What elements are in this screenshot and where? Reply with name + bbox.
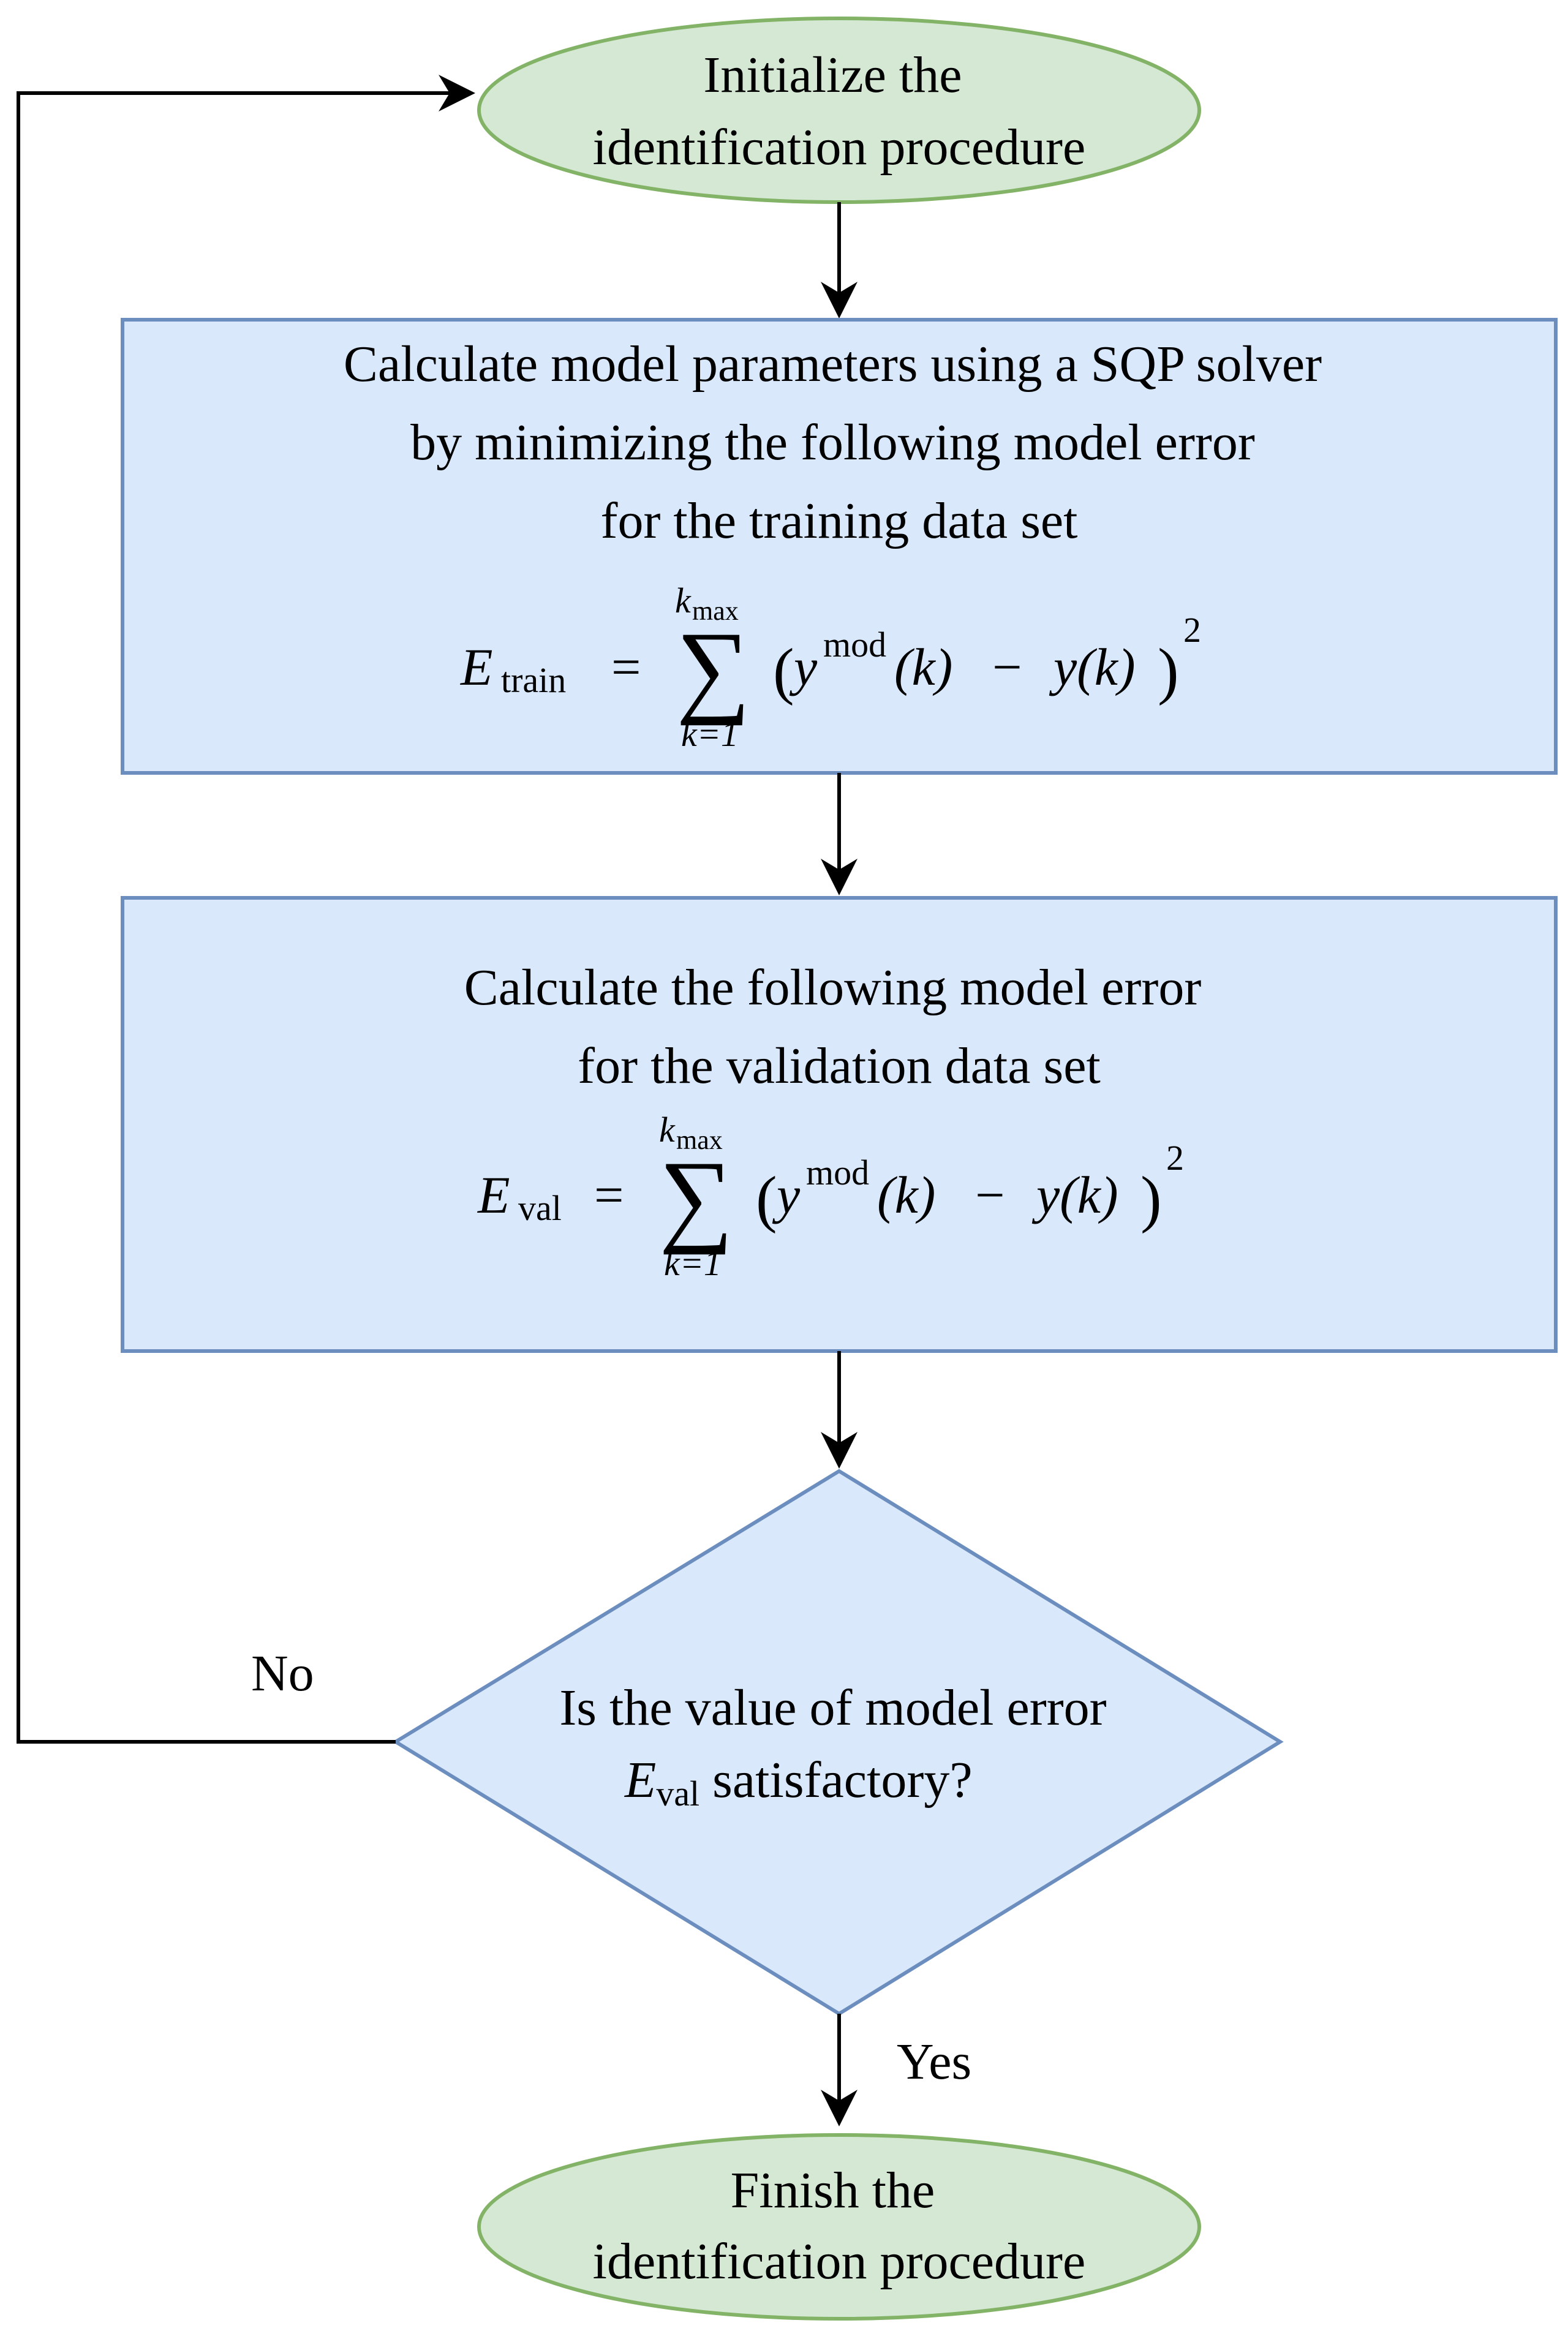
val-line-1: Calculate the following model error [464,959,1202,1016]
start-line-2: identification procedure [593,119,1086,176]
val-formula-sum-lower: k=1 [664,1243,722,1283]
train-line-1: Calculate model parameters using a SQP s… [344,336,1322,393]
val-formula-open-paren: ( [756,1164,777,1234]
val-formula-equals: = [594,1165,624,1224]
train-formula-lhs: E [459,638,493,696]
end-text: Finish the identification procedure [593,2162,1086,2290]
decision-e-sub: val [656,1774,699,1813]
val-formula-y: y [772,1165,801,1224]
train-formula-power: 2 [1183,610,1201,650]
train-formula-sum-lower: k=1 [681,714,739,754]
train-formula-arg1: (k) [894,638,952,696]
train-formula-y2: y(k) [1049,638,1136,696]
start-line-1: Initialize the [703,47,962,104]
val-formula-minus: − [975,1165,1005,1224]
end-line-2: identification procedure [593,2233,1086,2290]
decision-node: Is the value of model error Eval satisfa… [392,1469,1284,2016]
train-step-shape [121,318,1558,775]
val-formula-y-sup: mod [806,1153,869,1192]
decision-line-1: Is the value of model error [559,1679,1106,1736]
edge-no-loop [17,75,475,1744]
train-line-3: for the training data set [600,492,1077,549]
val-formula-power: 2 [1166,1138,1184,1178]
decision-tail: satisfactory? [699,1752,972,1809]
train-formula-minus: − [992,638,1022,696]
train-formula-lhs-sub: train [501,660,566,700]
val-formula-sum-upper: k [659,1110,676,1150]
train-formula: E train = k max ∑ k=1 ( y mod (k) − y(k)… [459,581,1201,754]
train-step-box: Calculate model parameters using a SQP s… [121,318,1558,775]
val-formula-lhs: E [477,1165,510,1224]
train-line-2: by minimizing the following model error [410,414,1255,471]
decision-line-2: Eval satisfactory? [624,1752,973,1813]
start-terminal: Initialize the identification procedure [477,17,1201,204]
val-step-text: Calculate the following model error for … [464,959,1215,1094]
train-formula-y-sup: mod [823,625,886,665]
train-formula-sum-upper-sub: max [692,596,739,626]
train-formula-open-paren: ( [773,636,794,706]
val-step-shape [121,896,1558,1353]
val-formula-sum-upper-sub: max [676,1125,723,1155]
val-step-box: Calculate the following model error for … [121,896,1558,1353]
end-terminal: Finish the identification procedure [477,2133,1201,2321]
decision-shape [392,1469,1284,2016]
yes-label: Yes [897,2033,971,2090]
train-formula-equals: = [611,638,641,696]
val-formula-sum-symbol: ∑ [659,1140,733,1255]
val-formula-close-paren: ) [1140,1164,1162,1234]
decision-e: E [624,1752,656,1809]
val-line-2: for the validation data set [578,1037,1101,1094]
train-formula-y: y [789,638,818,696]
no-label: No [251,1645,314,1702]
train-formula-sum-symbol: ∑ [676,611,750,726]
start-text: Initialize the identification procedure [593,47,1086,176]
train-formula-close-paren: ) [1158,636,1179,706]
train-step-text: Calculate model parameters using a SQP s… [344,336,1335,549]
val-formula-lhs-sub: val [518,1188,562,1228]
end-shape [477,2133,1201,2321]
val-formula-y2: y(k) [1031,1165,1118,1224]
end-line-1: Finish the [731,2162,935,2219]
val-formula-arg1: (k) [877,1165,935,1224]
train-formula-sum-upper: k [675,581,692,620]
val-formula: E val = k max ∑ k=1 ( y mod (k) − y(k) )… [477,1110,1184,1283]
